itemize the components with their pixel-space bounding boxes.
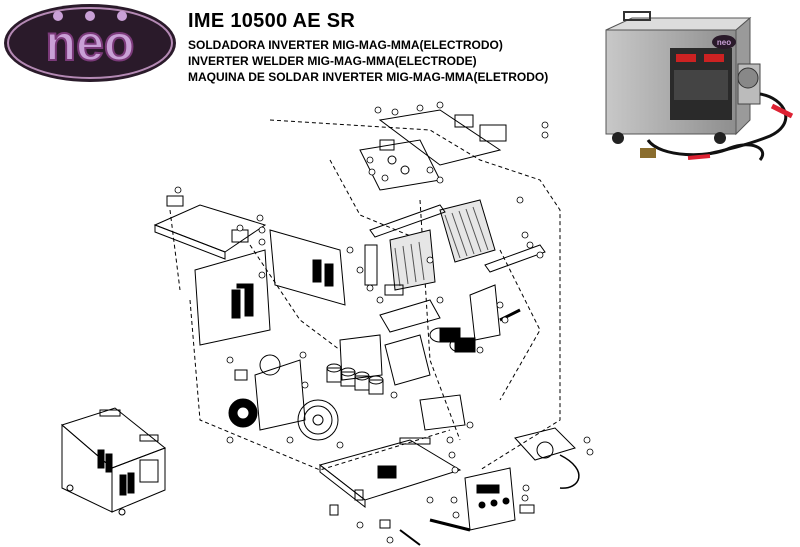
subtitle-pt: MAQUINA DE SOLDAR INVERTER MIG-MAG-MMA(E… xyxy=(188,70,549,84)
subtitle-en: INVERTER WELDER MIG-MAG-MMA(ELECTRODE) xyxy=(188,54,477,68)
svg-text:neo: neo xyxy=(46,15,135,71)
neo-logo: neo xyxy=(4,4,176,82)
model-title: IME 10500 AE SR xyxy=(188,10,356,32)
photo-logo-badge: neo xyxy=(712,35,736,49)
product-photo: neo xyxy=(605,11,794,161)
exploded-parts-diagram xyxy=(60,101,594,546)
subtitle-es: SOLDADORA INVERTER MIG-MAG-MMA(ELECTRODO… xyxy=(188,38,503,52)
svg-text:neo: neo xyxy=(717,38,731,47)
